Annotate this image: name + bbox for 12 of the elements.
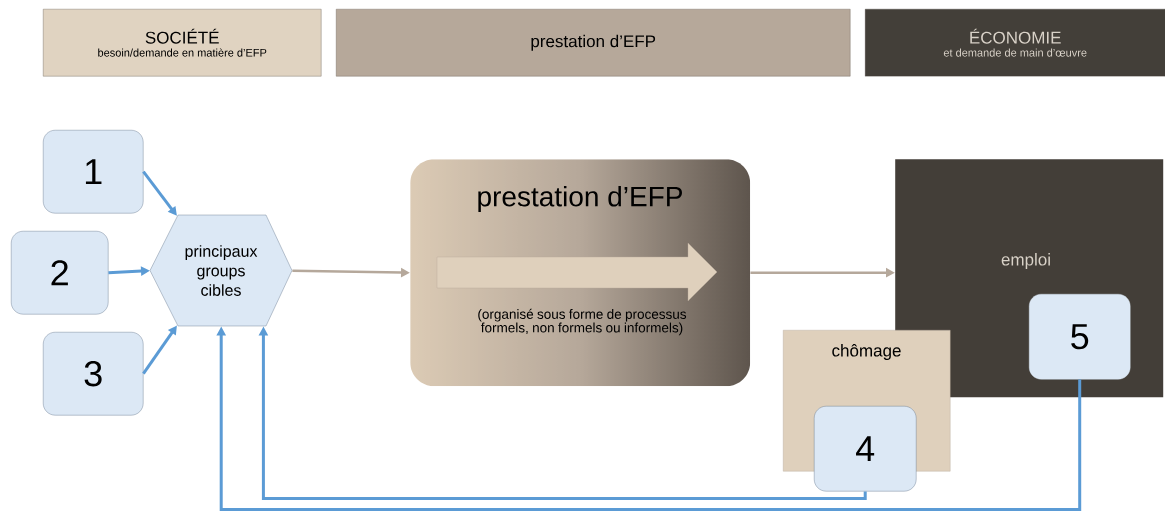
header-box: ÉCONOMIE et demande de main d’œuvre (865, 9, 1165, 77)
number-box: 3 (43, 332, 144, 416)
header-box: SOCIÉTÉ besoin/demande en matière d’EFP (43, 9, 322, 77)
hexagon: principaux groups cibles (149, 214, 293, 327)
number-box: 2 (11, 231, 109, 315)
number-box: 5 (1029, 294, 1131, 380)
number-box: 4 (814, 406, 917, 492)
number-box: 1 (43, 130, 144, 214)
box-title: prestation d’EFP (478, 185, 682, 213)
arrow (142, 170, 177, 216)
box-caption: (organisé sous forme de processus formels, non formels ou informels) (478, 308, 687, 336)
header-box: prestation d’EFP (336, 9, 851, 77)
